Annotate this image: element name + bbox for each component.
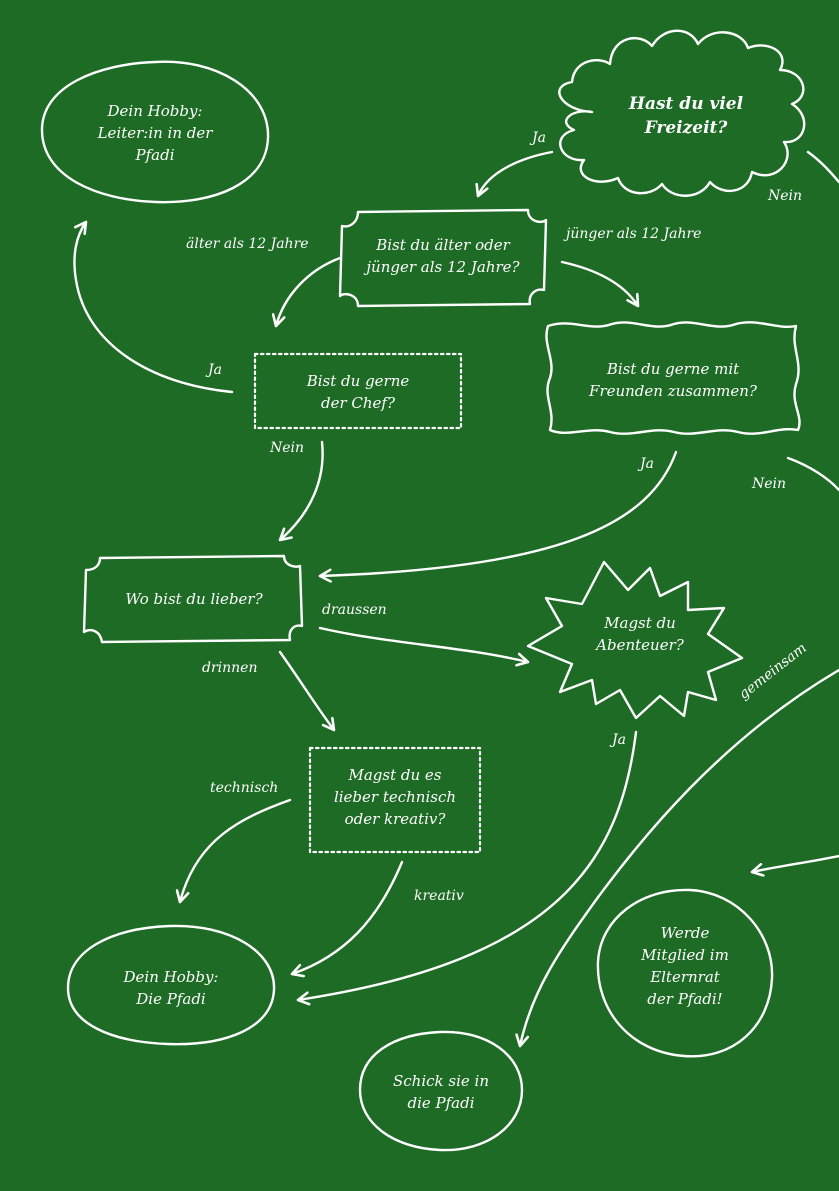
leader-ellipse-shape [40, 60, 270, 204]
label-friends-nein: Nein [752, 476, 787, 492]
friends-question: Bist du gerne mit Freunden zusammen? [589, 360, 757, 400]
result-pfadi: Dein Hobby: Die Pfadi [123, 968, 219, 1008]
label-adventure-ja: Ja [612, 732, 626, 748]
arrow-chef-ja [73, 222, 234, 394]
label-age-older: älter als 12 Jahre [186, 236, 309, 252]
arrow-tech-technical [180, 798, 292, 902]
arrow-start-ja [478, 150, 554, 196]
arrow-chef-nein [280, 440, 324, 540]
label-where-outside: draussen [322, 602, 387, 618]
label-age-younger: jünger als 12 Jahre [566, 226, 702, 242]
arrow-tech-creative [292, 860, 404, 974]
label-chef-nein: Nein [270, 440, 305, 456]
where-question: Wo bist du lieber? [125, 590, 263, 608]
label-chef-ja: Ja [208, 362, 222, 378]
chef-dotted-box [253, 352, 463, 430]
adventure-starburst-shape [526, 560, 744, 720]
tech-question: Magst du es lieber technisch oder kreati… [333, 766, 457, 828]
send-ellipse-shape [358, 1030, 524, 1152]
label-start-ja: Ja [532, 130, 546, 146]
arrow-adventure-ja [298, 730, 638, 1000]
where-ticket-shape [82, 554, 304, 644]
age-ticket-shape [338, 208, 548, 308]
start-question: Hast du viel Freizeit? [628, 94, 744, 138]
arrow-into-elternrat [752, 854, 839, 872]
arrow-friends-ja [320, 450, 678, 576]
pfadi-ellipse-shape [66, 924, 276, 1046]
label-start-nein: Nein [768, 188, 803, 204]
chef-question: Bist du gerne der Chef? [306, 372, 410, 412]
label-tech-creative: kreativ [414, 888, 464, 904]
start-cloud-shape [558, 29, 806, 197]
result-elternrat: Werde Mitglied im Elternrat der Pfadi! [641, 924, 729, 1008]
arrow-age-older [276, 256, 342, 326]
arrow-where-inside [278, 650, 334, 730]
arrow-age-younger [560, 260, 638, 306]
friends-wavy-box [545, 321, 801, 435]
result-send-to-pfadi: Schick sie in die Pfadi [393, 1072, 489, 1112]
arrow-where-outside [318, 626, 528, 662]
label-friends-ja: Ja [640, 456, 654, 472]
arrow-gemeinsam [520, 668, 839, 1046]
tech-dotted-box [308, 746, 482, 854]
label-tech-technical: technisch [210, 780, 279, 796]
age-question: Bist du älter oder jünger als 12 Jahre? [366, 236, 520, 276]
adventure-question: Magst du Abenteuer? [596, 614, 684, 654]
elternrat-ellipse-shape [596, 888, 774, 1058]
label-where-inside: drinnen [202, 660, 258, 676]
line-friends-nein [786, 456, 839, 492]
line-start-nein [806, 150, 839, 184]
result-leader: Dein Hobby: Leiter:in in der Pfadi [97, 102, 213, 164]
